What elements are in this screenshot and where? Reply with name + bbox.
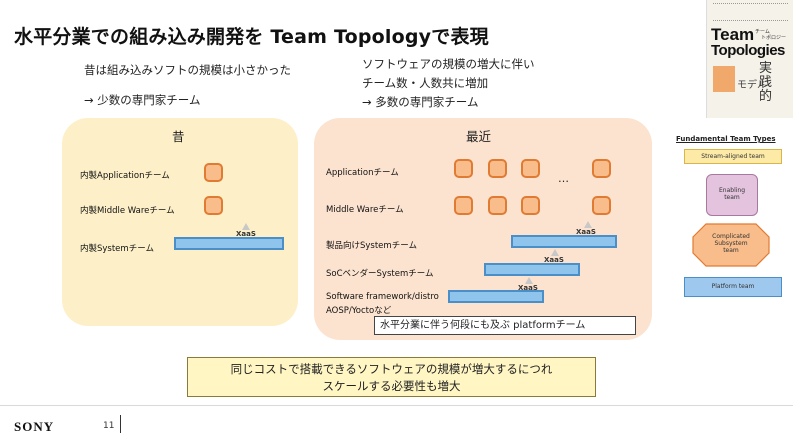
framework-platform-team [448,290,544,303]
footer-divider [0,405,793,406]
left-note-line1: 昔は組み込みソフトの規模は小さかった [84,63,291,77]
summary-line1: 同じコストで搭載できるソフトウェアの規模が増大するにつれ [230,362,553,376]
recent-era-panel [314,118,652,340]
legend-stream-aligned-label: Stream-aligned team [701,153,765,160]
soc-vendor-team-label: SoCベンダーSystemチーム [326,269,434,279]
legend-complicated-label-1: Complicated [712,233,750,240]
legend-stream-aligned-shape: Stream-aligned team [684,149,782,164]
team-topologies-book-cover: チーム トポロジー Team Topologies 実 践 的 モデル [706,0,793,118]
middleware-stream-team-3 [521,196,540,215]
old-xaas-label: XaaS [236,230,256,238]
old-xaas-arrow-icon [242,223,250,230]
platform-layers-caption: 水平分業に伴う何段にも及ぶ platformチーム [374,316,636,335]
product-system-platform-team [511,235,617,248]
product-system-team-label: 製品向けSystemチーム [326,241,417,251]
summary-line2: スケールする必要性も増大 [322,379,461,393]
legend-complicated-labels: Complicated Subsystem team [692,233,770,254]
old-middleware-team-label: 内製Middle Wareチーム [80,206,175,216]
application-stream-team-1 [454,159,473,178]
soc-xaas-arrow-icon [551,249,559,256]
right-note-line1: ソフトウェアの規模の増大に伴い [362,57,535,71]
old-application-stream-team [204,163,223,182]
sony-logo: SONY [14,419,55,434]
application-team-label: Applicationチーム [326,168,399,178]
legend-complicated-label-2: Subsystem [714,240,748,247]
left-note-line2: → 少数の専門家チーム [84,93,201,107]
legend-complicated-octagon-icon [692,223,770,267]
book-subtitle-lines [713,3,788,21]
book-jp-line2: 践 [759,75,773,90]
old-application-team-label: 内製Applicationチーム [80,171,170,181]
product-xaas-arrow-icon [584,221,592,228]
old-middleware-stream-team [204,196,223,215]
framework-xaas-label: XaaS [518,284,538,292]
old-era-panel [62,118,298,326]
page-number: 11 [103,421,115,431]
right-note-line2: チーム数・人数共に増加 [362,76,489,90]
product-xaas-label: XaaS [576,228,596,236]
middleware-stream-team-1 [454,196,473,215]
framework-xaas-arrow-icon [525,277,533,284]
right-note-line3: → 多数の専門家チーム [362,95,479,109]
middleware-stream-team-4 [592,196,611,215]
soc-xaas-label: XaaS [544,256,564,264]
legend-title: Fundamental Team Types [676,135,776,143]
old-system-team-label: 内製Systemチーム [80,244,154,254]
book-title-line2: Topologies [711,42,785,59]
middleware-stream-team-2 [488,196,507,215]
recent-panel-heading: 最近 [466,129,492,144]
legend-enabling-label-1: Enabling [718,187,746,194]
page-number-divider [120,415,121,433]
application-stream-team-3 [521,159,540,178]
book-title-line1: Team [711,25,755,44]
summary-box: 同じコストで搭載できるソフトウェアの規模が増大するにつれ スケールする必要性も増… [187,357,596,397]
book-jp-line3: 的 [759,89,773,104]
old-panel-heading: 昔 [172,129,185,144]
framework-team-label-line1: Software framework/distro [326,292,439,302]
legend-platform-label: Platform team [711,283,755,290]
application-stream-team-4 [592,159,611,178]
soc-vendor-platform-team [484,263,580,276]
legend-enabling-shape: Enabling team [706,174,758,216]
legend-enabling-label-2: team [724,194,740,201]
book-jp-line1: 実 [759,61,773,76]
book-orange-block [713,66,735,92]
old-system-platform-team [174,237,284,250]
legend-platform-shape: Platform team [684,277,782,297]
slide-title: 水平分業での組み込み開発を Team Topologyで表現 [14,26,489,48]
book-jp-topology: トポロジー [761,35,787,41]
book-jp-team: チーム [755,29,770,35]
more-teams-ellipsis: … [558,172,569,185]
framework-team-label-line2: AOSP/Yoctoなど [326,306,392,316]
application-stream-team-2 [488,159,507,178]
middleware-team-label: Middle Wareチーム [326,205,404,215]
legend-complicated-label-3: team [723,247,739,254]
book-jp-small: モデル [737,80,767,91]
